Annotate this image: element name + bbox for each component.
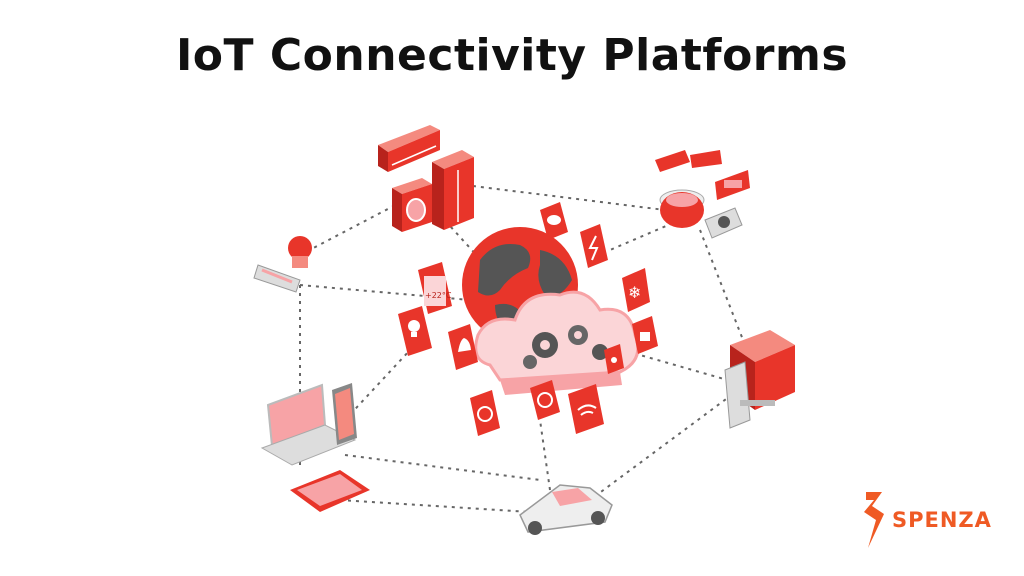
lightbulb-tile-icon: [398, 306, 432, 356]
security-camera-icon: [655, 150, 750, 239]
clock-tile-icon: [470, 390, 500, 436]
brand-name: SPENZA: [892, 508, 992, 532]
car-icon: [519, 484, 613, 535]
web-tile-icon: [530, 380, 560, 420]
chat-tile-icon: [540, 202, 568, 240]
fridge-icon: [432, 150, 474, 230]
tablet-icon: [290, 470, 370, 512]
washing-machine-icon: [392, 178, 432, 232]
snowflake-tile-icon: ❄: [622, 268, 650, 312]
spenza-logo-mark-icon: [864, 492, 884, 548]
wifi-tile-icon: [568, 384, 604, 434]
weather-tile-icon: +22°C: [418, 262, 452, 314]
smart-bulb-icon: [253, 236, 312, 293]
page-title: IoT Connectivity Platforms: [175, 30, 849, 81]
bell-tile-icon: [448, 324, 478, 370]
svg-text:❄: ❄: [628, 283, 641, 302]
weather-temp-label: +22°C: [425, 291, 452, 300]
smartphone-icon: [332, 383, 357, 445]
lock-tile-icon: [632, 316, 658, 354]
drop-tile-icon: [604, 344, 624, 374]
power-tile-icon: [580, 224, 608, 268]
spenza-logo: SPENZA: [862, 490, 1012, 550]
laptop-icon: [260, 383, 357, 466]
air-conditioner-icon: [378, 125, 440, 172]
smart-door-lock-icon: [724, 330, 795, 429]
